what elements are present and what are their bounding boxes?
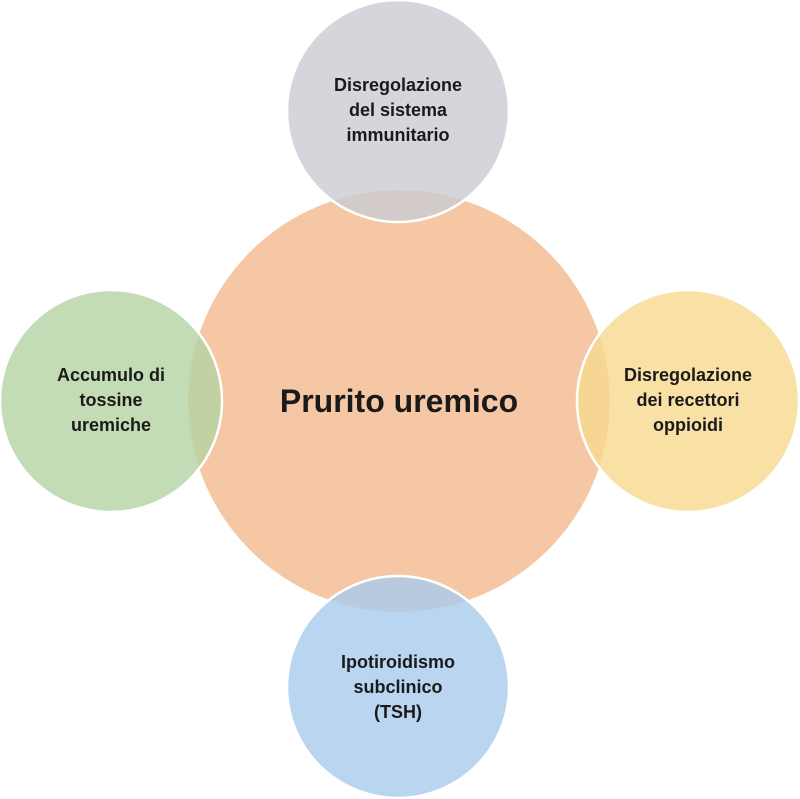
left-label-line: uremiche (71, 415, 151, 435)
left-label-line: Accumulo di (57, 365, 165, 385)
right-label-line: dei recettori (636, 390, 739, 410)
right-circle (575, 288, 800, 514)
left-label: Accumulo di tossine uremiche (57, 365, 165, 435)
right-label-line: Disregolazione (624, 365, 752, 385)
top-label-line: immunitario (346, 125, 449, 145)
bottom-label-line: subclinico (353, 677, 442, 697)
bottom-label: Ipotiroidismo subclinico (TSH) (341, 652, 455, 722)
right-label: Disregolazione dei recettori oppioidi (624, 365, 752, 435)
center-label: Prurito uremico (280, 383, 518, 419)
top-label-line: Disregolazione (334, 75, 462, 95)
top-label-line: del sistema (349, 100, 448, 120)
top-label: Disregolazione del sistema immunitario (334, 75, 462, 145)
right-label-line: oppioidi (653, 415, 723, 435)
bottom-label-line: Ipotiroidismo (341, 652, 455, 672)
bottom-circle (285, 574, 511, 799)
left-circle (0, 288, 224, 514)
left-label-line: tossine (79, 390, 142, 410)
bottom-label-line: (TSH) (374, 702, 422, 722)
top-circle (285, 0, 511, 224)
